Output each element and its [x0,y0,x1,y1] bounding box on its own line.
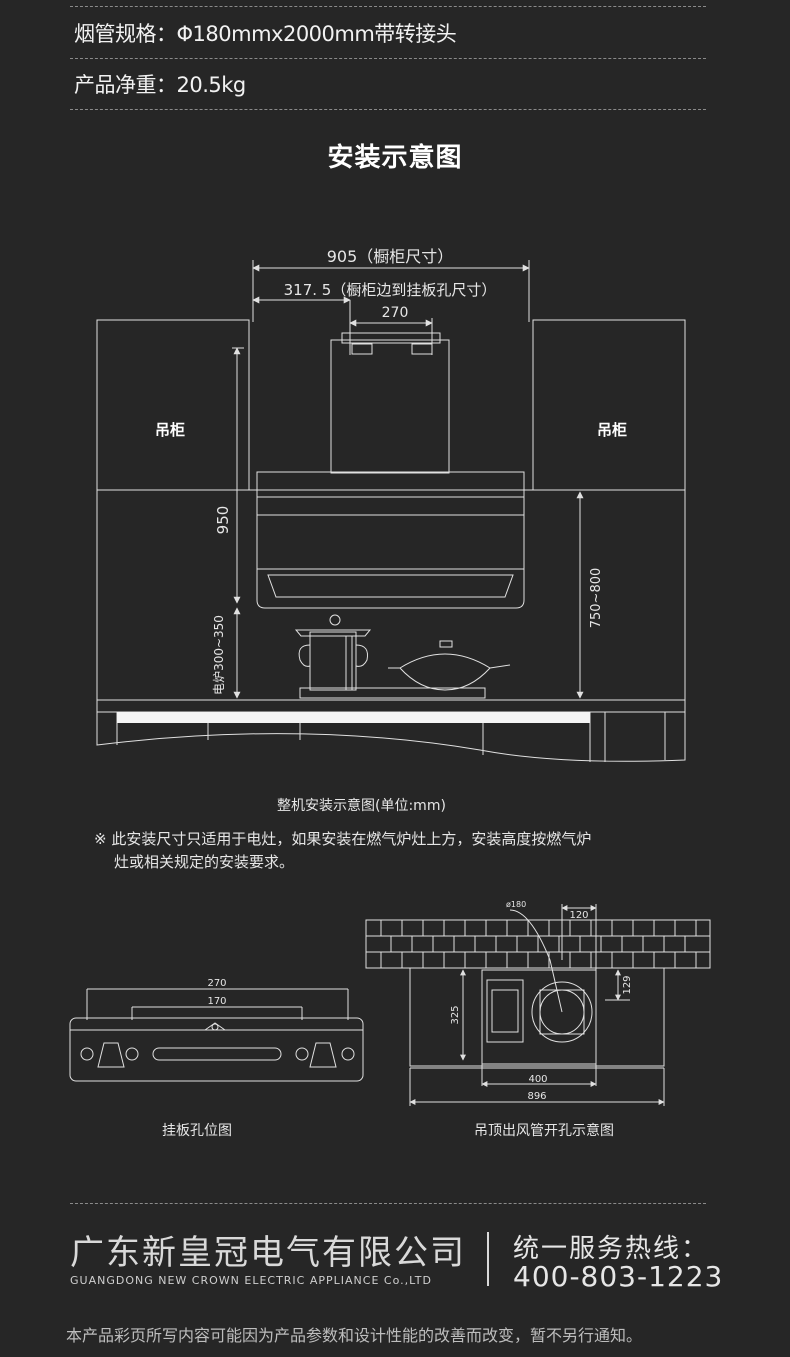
duct-dim-width-outer: 896 [527,1091,546,1102]
dim-hole-spacing: 270 [382,305,409,321]
top-divider [70,6,706,7]
plate-dim-inner: 170 [207,996,226,1007]
dim-edge-to-hole: 317. 5（橱柜边到挂板孔尺寸） [284,281,497,299]
footer-separator [487,1232,489,1286]
plate-dim-outer: 270 [207,978,226,989]
plate-diagram: 270 170 [69,978,364,1082]
dim-install-height: 750~800 [589,568,604,629]
spec-duct: 烟管规格：Φ180mmx2000mm带转接头 [74,22,457,46]
dim-cabinet-width: 905（橱柜尺寸） [327,247,454,266]
company-name-en: GUANGDONG NEW CROWN ELECTRIC APPLIANCE C… [70,1274,432,1287]
cabinet-left-label: 吊柜 [155,421,185,439]
installation-diagram: 905（橱柜尺寸） 317. 5（橱柜边到挂板孔尺寸） 270 吊柜 吊柜 95… [96,247,686,762]
countertop [117,712,590,723]
duct-dim-offset: 120 [569,910,588,921]
hotline-label: 统一服务热线： [513,1234,710,1264]
install-note: ※ 此安装尺寸只适用于电灶，如果安装在燃气炉灶上方，安装高度按燃气炉 灶或相关规… [94,828,694,874]
duct-diagram: ø180 120 129 325 400 896 [365,900,711,1106]
disclaimer: 本产品彩页所写内容可能因为产品参数和设计性能的改善而改变，暂不另行通知。 [66,1326,643,1345]
spec-weight: 产品净重：20.5kg [74,73,246,97]
duct-dim-width-inner: 400 [528,1074,547,1085]
footer-divider [70,1203,706,1204]
main-diagram-caption: 整机安装示意图(单位:mm) [277,798,446,814]
duct-dim-depth: 325 [450,1005,461,1024]
duct-diagram-caption: 吊顶出风管开孔示意图 [474,1123,614,1139]
section-title: 安装示意图 [327,143,463,173]
note-line-1: ※ 此安装尺寸只适用于电灶，如果安装在燃气炉灶上方，安装高度按燃气炉 [94,830,592,848]
cabinet-right-label: 吊柜 [597,421,627,439]
plate-diagram-caption: 挂板孔位图 [162,1123,232,1139]
hotline-number[interactable]: 400-803-1223 [513,1260,724,1293]
duct-dim-pipe: ø180 [506,900,526,909]
spec-row-duct: 烟管规格：Φ180mmx2000mm带转接头 [70,8,706,59]
dim-height: 950 [214,506,232,535]
spec-row-weight: 产品净重：20.5kg [70,59,706,110]
note-line-2: 灶或相关规定的安装要求。 [114,853,295,871]
company-name: 广东新皇冠电气有限公司 [70,1233,466,1273]
duct-dim-gap: 129 [622,975,633,994]
dim-stove-height: 电炉300~350 [212,615,226,695]
